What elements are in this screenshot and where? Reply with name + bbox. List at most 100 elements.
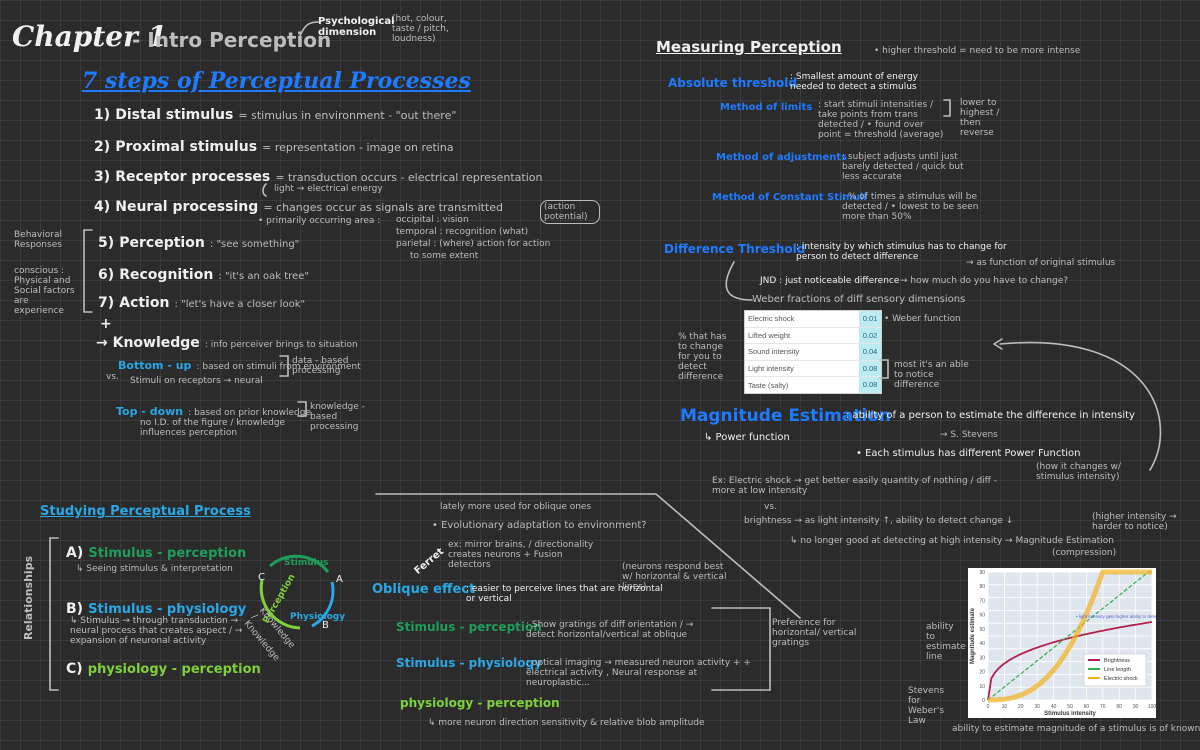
neural-area-note: • primarily occurring area : — [258, 216, 381, 226]
relationship-letter: C) — [66, 661, 83, 677]
relationship-label: Stimulus - physiology — [88, 602, 247, 617]
x-axis-label: Stimulus intensity — [1044, 711, 1096, 717]
bracket-relationships — [49, 537, 59, 691]
step-desc: : "it's an oak tree" — [218, 271, 309, 282]
step-4: 4) Neural processing = changes occur as … — [94, 196, 503, 215]
oblique-top-note: lately more used for oblique ones — [440, 502, 592, 512]
magnitude-vs: vs. — [764, 502, 777, 512]
method-of-adjustments: Method of adjustments — [716, 152, 848, 163]
graph-bottom-note: ability to estimate magnitude of a stimu… — [952, 724, 1200, 734]
seven-steps-title: 7 steps of Perceptual Processes — [82, 68, 471, 94]
psych-dimension-note: Psychological dimension — [318, 16, 395, 38]
step-label: Receptor processes — [115, 169, 271, 185]
magnitude-estimation-desc: : ability of a person to estimate the di… — [846, 410, 1135, 421]
oblique-example: ex: mirror brains, / directionality crea… — [448, 540, 594, 570]
relationship-a-desc: ↳ Seeing stimulus & interpretation — [76, 564, 233, 574]
oblique-corner-note: Preference for horizontal/ vertical grat… — [772, 618, 857, 648]
relationship-c: C) physiology - perception — [66, 658, 261, 677]
table-cell-value: 0.08 — [859, 360, 881, 377]
table-cell-label: Taste (salty) — [748, 380, 789, 390]
magnitude-estimation-note: → S. Stevens — [940, 430, 998, 440]
relationship-b-desc: ↳ Stimulus → through transduction → neur… — [70, 616, 243, 646]
step-number: 7) — [98, 295, 115, 311]
cycle-arc-physiology — [311, 581, 335, 628]
cycle-stimulus-label: Stimulus — [284, 558, 329, 568]
jnd-note: → how much do you have to change? — [900, 276, 1069, 286]
relationship-b: B) Stimulus - physiology — [66, 598, 246, 617]
bottom-up-desc: : based on stimuli from environment — [196, 362, 361, 372]
bottom-up-sub: Stimuli on receptors → neural — [130, 376, 263, 386]
cycle-letter-c: C — [258, 572, 265, 583]
magnitude-estimation-title: Magnitude Estimation — [680, 406, 891, 426]
method-of-adjustments-desc: : subject adjusts until just barely dete… — [842, 152, 964, 182]
electric-shock-example: Ex: Electric shock → get better easily q… — [712, 476, 997, 496]
oblique-stimulus-perception-desc: : Show gratings of diff orientation / → … — [526, 620, 694, 640]
x-tick-label: 10 — [1002, 704, 1008, 710]
difference-threshold-desc: : intensity by which stimulus has to cha… — [796, 242, 1007, 262]
y-tick-label: 90 — [979, 570, 985, 576]
top-down-desc: : based on prior knowledge — [188, 408, 311, 418]
behavioral-responses-note: Behavioral Responses — [14, 230, 62, 250]
bottom-up-note: data - based processing — [292, 356, 349, 376]
step-label: Neural processing — [115, 199, 259, 215]
step-label: Action — [119, 295, 170, 311]
step-label: Recognition — [119, 267, 214, 283]
bracket-top-down — [297, 401, 307, 417]
psych-dimension-examples: (hot, colour, taste / pitch, loudness) — [392, 14, 449, 44]
method-of-constant-stimuli-desc: : % of times a stimulus will be detected… — [842, 192, 979, 222]
y-tick-label: 0 — [982, 698, 985, 704]
oblique-stimulus-perception: Stimulus - perception — [396, 620, 542, 634]
knowledge-plus: + — [100, 316, 112, 332]
oblique-outline — [375, 493, 801, 619]
curve-arrowhead — [993, 338, 1003, 350]
oblique-bracket — [711, 607, 771, 691]
compression-note: (compression) — [1052, 548, 1117, 558]
knowledge-desc: : info perceiver brings to situation — [204, 340, 358, 350]
weber-function-note: • Weber function — [884, 314, 961, 324]
power-function-label: ↳ Power function — [704, 432, 790, 443]
measuring-title: Measuring Perception — [656, 38, 842, 56]
table-cell-label: Sound intensity — [748, 347, 800, 357]
fusion-note: (neurons respond best w/ horizontal & ve… — [622, 562, 727, 592]
graph-annotation: • light intensity gets higher ability to… — [1076, 614, 1156, 619]
cycle-diagram — [259, 554, 335, 630]
limits-bracket — [943, 99, 951, 117]
evolution-note: • Evolutionary adaptation to environment… — [432, 520, 647, 531]
oblique-physiology-perception-desc: ↳ more neuron direction sensitivity & re… — [428, 718, 705, 728]
x-tick-label: 50 — [1067, 704, 1073, 710]
top-down-sub: no I.D. of the figure / knowledge influe… — [140, 418, 286, 438]
legend-label: Line length — [1104, 667, 1131, 673]
graph-side-note-1: ability to estimate line — [926, 622, 966, 662]
studying-title: Studying Perceptual Process — [40, 504, 251, 519]
bottom-up-row: Bottom - up : based on stimuli from envi… — [118, 354, 361, 373]
weber-side-note: % that has to change for you to detect d… — [678, 332, 727, 382]
y-tick-label: 20 — [979, 670, 985, 676]
bracket-bottom-up — [279, 355, 289, 377]
brain-lobe-notes: occipital : vision temporal : recognitio… — [396, 214, 550, 262]
brightness-subnote: (higher intensity → harder to notice) — [1092, 512, 1177, 532]
difference-threshold-label: Difference Threshold — [664, 242, 806, 256]
oblique-physiology-perception: physiology - perception — [400, 696, 560, 710]
step-number: 3) — [94, 169, 111, 185]
top-down-row: Top - down : based on prior knowledge — [116, 400, 311, 419]
each-stimulus-subnote: (how it changes w/ stimulus intensity) — [1036, 462, 1121, 482]
conscious-note: conscious : Physical and Social factors … — [14, 266, 75, 316]
brightness-note-2: ↳ no longer good at detecting at high in… — [790, 536, 1114, 546]
step-desc: : "let's have a closer look" — [174, 299, 306, 310]
step-desc: = representation - image on retina — [262, 141, 454, 154]
step-number: 6) — [98, 267, 115, 283]
step-1: 1) Distal stimulus = stimulus in environ… — [94, 104, 456, 123]
top-down-note: knowledge - based processing — [310, 402, 365, 432]
relationship-letter: A) — [66, 545, 84, 561]
weber-fractions-label: Weber fractions of diff sensory dimensio… — [752, 294, 966, 305]
method-of-limits-desc: : start stimuli intensities / take point… — [818, 100, 944, 140]
title-arrow — [299, 21, 319, 37]
difference-threshold-note: → as function of original stimulus — [966, 258, 1116, 268]
table-cell-label: Electric shock — [748, 314, 795, 324]
oblique-effect-title: Oblique effect — [372, 582, 476, 597]
